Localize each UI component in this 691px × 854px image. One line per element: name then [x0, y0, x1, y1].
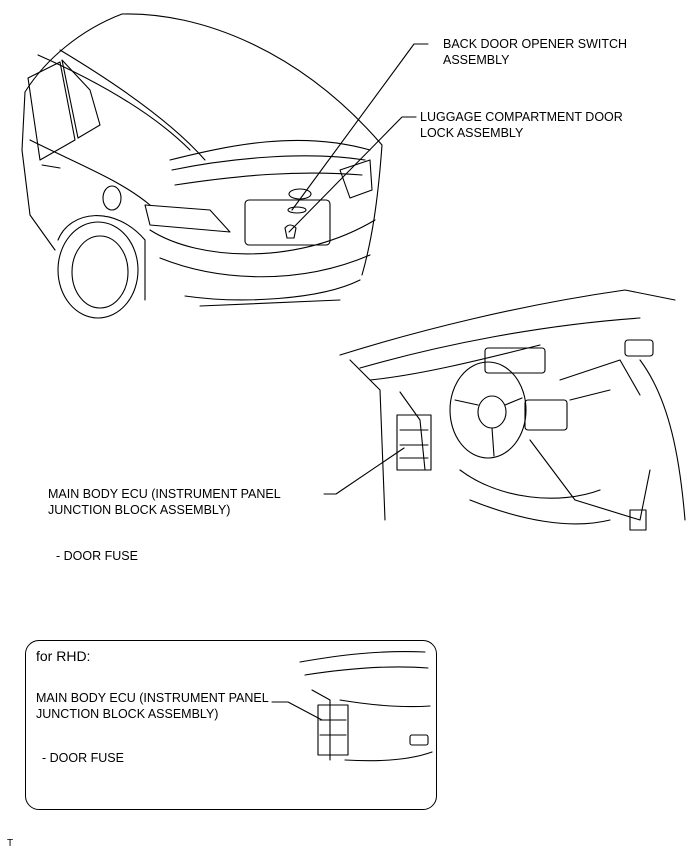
dashboard-illustration: [339, 289, 686, 531]
rhd-inset-title: for RHD:: [36, 648, 91, 664]
main-body-ecu-label-line-1: MAIN BODY ECU (INSTRUMENT PANEL: [48, 487, 281, 501]
rhd-inset-box: [25, 640, 437, 810]
back-door-opener-switch-label-line-2: ASSEMBLY: [443, 53, 510, 67]
rhd-door-fuse-label: - DOOR FUSE: [42, 751, 124, 765]
rhd-dashboard-illustration: [299, 651, 433, 762]
car-rear-illustration: [21, 13, 383, 319]
back-door-opener-switch-label: BACK DOOR OPENER SWITCH ASSEMBLY: [443, 36, 627, 68]
door-fuse-label: - DOOR FUSE: [56, 549, 138, 563]
rhd-main-body-ecu-label-line-2: JUNCTION BLOCK ASSEMBLY): [36, 707, 219, 721]
main-body-ecu-label-line-2: JUNCTION BLOCK ASSEMBLY): [48, 503, 231, 517]
rhd-main-body-ecu-label-line-1: MAIN BODY ECU (INSTRUMENT PANEL: [36, 691, 269, 705]
luggage-compartment-lock-label: LUGGAGE COMPARTMENT DOOR LOCK ASSEMBLY: [420, 109, 623, 141]
figure-code: T: [7, 838, 14, 849]
main-body-ecu-label: MAIN BODY ECU (INSTRUMENT PANEL JUNCTION…: [48, 486, 281, 518]
leader-lines: [271, 43, 429, 721]
luggage-compartment-lock-label-line-1: LUGGAGE COMPARTMENT DOOR: [420, 110, 623, 124]
rhd-main-body-ecu-label: MAIN BODY ECU (INSTRUMENT PANEL JUNCTION…: [36, 690, 269, 722]
luggage-compartment-lock-label-line-2: LOCK ASSEMBLY: [420, 126, 524, 140]
back-door-opener-switch-label-line-1: BACK DOOR OPENER SWITCH: [443, 37, 628, 51]
